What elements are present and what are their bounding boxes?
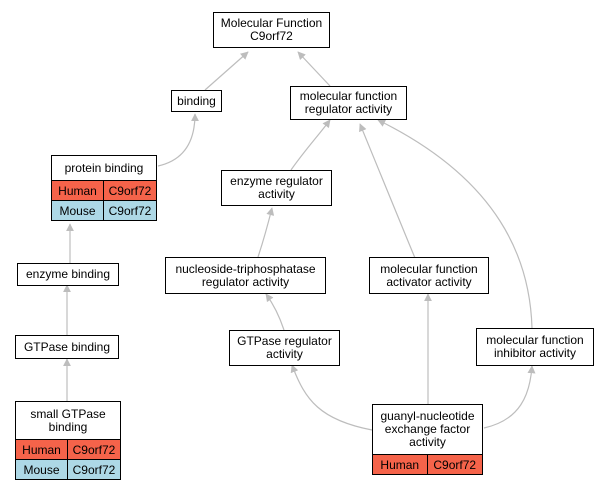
species-label: Human [373, 455, 428, 474]
node-label: guanyl-nucleotide exchange factor activi… [380, 409, 475, 449]
gene-label: C9orf72 [108, 183, 152, 198]
edge-binding-to-root [204, 51, 249, 91]
node-label: molecular function activator activity [380, 261, 478, 289]
edge-regulator-to-root [297, 51, 331, 87]
node-mf-inhibitor-activity[interactable]: molecular function inhibitor activity [476, 328, 594, 366]
species-label: Human [52, 181, 104, 200]
edge-inhibitor-to-regulator [377, 119, 533, 329]
node-binding[interactable]: binding [171, 90, 222, 112]
node-enzyme-regulator-activity[interactable]: enzyme regulator activity [221, 170, 332, 206]
node-label: nucleoside-triphosphatase regulator acti… [175, 261, 316, 289]
node-gtpase-binding[interactable]: GTPase binding [15, 335, 119, 359]
gene-label: C9orf72 [433, 457, 477, 472]
annotation-row-mouse: Mouse C9orf72 [52, 200, 156, 220]
node-label: GTPase binding [23, 339, 111, 354]
edge-ntpase-to-enzyme-regulator [257, 207, 275, 258]
gene-label: C9orf72 [72, 462, 116, 477]
gene-label: C9orf72 [108, 203, 152, 218]
edge-gnef-to-gtpase-regulator [290, 364, 373, 431]
node-protein-binding[interactable]: protein binding Human C9orf72 Mouse C9or… [51, 155, 157, 221]
species-label: Human [16, 440, 68, 459]
node-label: Molecular Function C9orf72 [220, 16, 323, 43]
node-label: binding [177, 93, 216, 108]
node-gtpase-regulator-activity[interactable]: GTPase regulator activity [229, 330, 340, 366]
node-label: small GTPase binding [30, 406, 106, 434]
annotation-row-human: Human C9orf72 [16, 439, 120, 459]
node-label: molecular function inhibitor activity [486, 333, 584, 360]
node-guanyl-nucleotide-exchange-factor[interactable]: guanyl-nucleotide exchange factor activi… [372, 404, 483, 475]
edge-gtpase-regulator-to-ntpase [265, 293, 285, 331]
species-label: Mouse [52, 201, 104, 220]
node-label: protein binding [64, 160, 144, 175]
annotation-row-human: Human C9orf72 [52, 180, 156, 200]
node-label: enzyme binding [25, 267, 111, 281]
annotation-row-human: Human C9orf72 [373, 454, 482, 474]
edge-protein-binding-to-binding [157, 113, 199, 167]
annotation-row-mouse: Mouse C9orf72 [16, 459, 120, 479]
node-mf-regulator-activity[interactable]: molecular function regulator activity [290, 86, 407, 120]
node-ntpase-regulator-activity[interactable]: nucleoside-triphosphatase regulator acti… [165, 257, 326, 294]
species-label: Mouse [16, 460, 68, 479]
node-label: GTPase regulator activity [237, 334, 332, 361]
edge-enzyme-regulator-to-regulator [290, 119, 331, 171]
edge-activator-to-regulator [359, 123, 416, 259]
node-small-gtpase-binding[interactable]: small GTPase binding Human C9orf72 Mouse… [15, 401, 121, 480]
node-label: molecular function regulator activity [299, 89, 398, 116]
gene-label: C9orf72 [72, 442, 116, 457]
node-mf-activator-activity[interactable]: molecular function activator activity [369, 257, 489, 294]
edge-gnef-to-inhibitor [483, 365, 536, 429]
node-label: enzyme regulator activity [230, 174, 323, 201]
node-enzyme-binding[interactable]: enzyme binding [17, 263, 119, 286]
node-molecular-function-root[interactable]: Molecular Function C9orf72 [213, 12, 330, 48]
